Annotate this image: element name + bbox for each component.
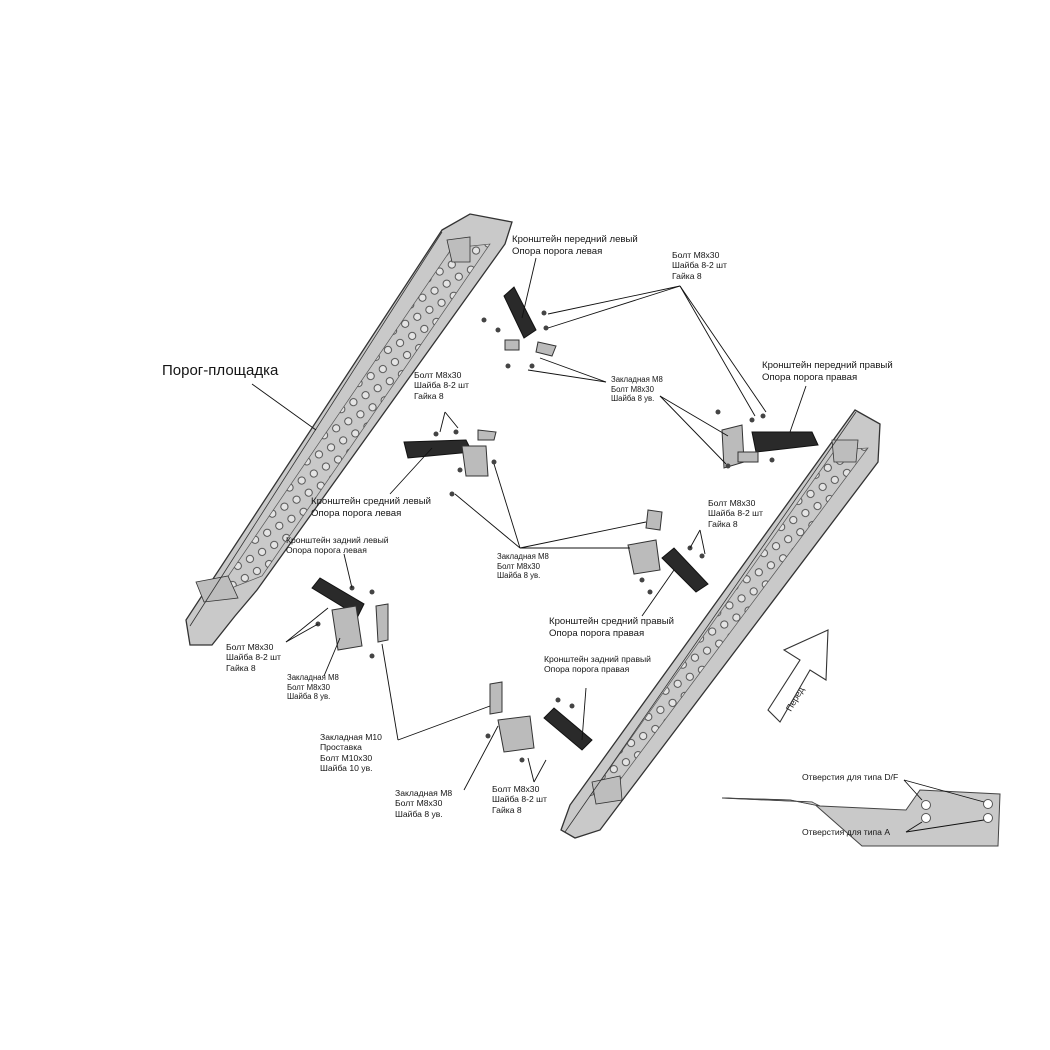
right-step-board: [560, 409, 881, 839]
bracket-front-right: [715, 409, 819, 469]
front-direction-arrow: [767, 629, 829, 723]
label-holes-a: Отверстия для типа А: [802, 827, 891, 837]
bracket-middle-right: [627, 509, 709, 595]
left-step-board: [185, 213, 513, 646]
bracket-rear-right: [485, 681, 593, 763]
bracket-front-left: [481, 286, 557, 369]
label-step-board: Порог-площадка: [162, 362, 279, 379]
bracket-rear-left: [311, 577, 389, 659]
label-holes-df: Отверстия для типа D/F: [802, 772, 899, 782]
bracket-middle-left: [403, 429, 497, 497]
mounting-hole-plate: [721, 779, 1001, 847]
leader-lines: [251, 257, 807, 791]
